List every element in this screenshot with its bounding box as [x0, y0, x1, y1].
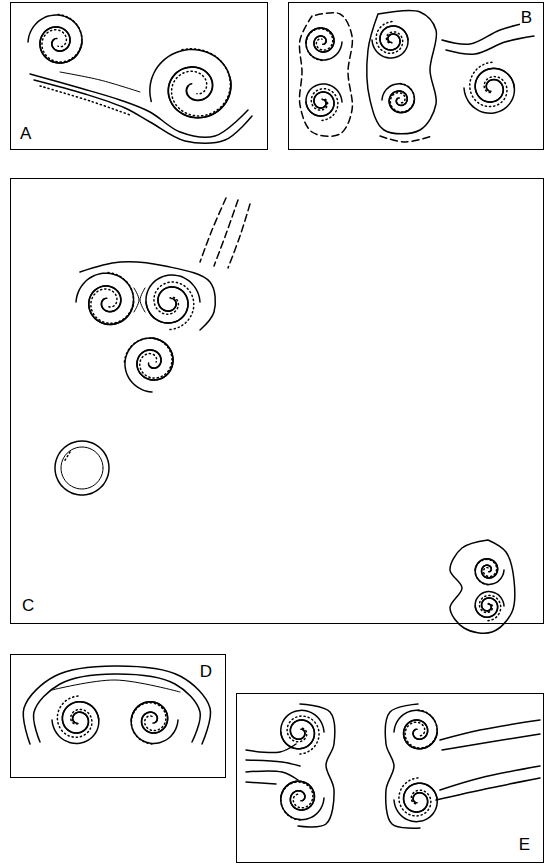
streakline: [306, 28, 342, 60]
dotted-streakline: [287, 716, 319, 754]
streakline: [28, 15, 82, 63]
streakline: [440, 766, 540, 790]
streakline: [394, 710, 437, 748]
streakline: [446, 36, 534, 54]
sketch-panel: A: [10, 2, 268, 150]
streakline: [246, 782, 276, 784]
streakline: [168, 67, 231, 118]
streakline: [23, 666, 210, 744]
streakline: [450, 540, 515, 633]
streakline: [246, 744, 296, 753]
streakline: [125, 338, 173, 392]
streakline: [306, 92, 334, 116]
streakline: [52, 680, 180, 692]
streakline: [475, 68, 514, 102]
streakline: [281, 781, 324, 819]
streakline: [52, 702, 99, 744]
dotted-streakline: [172, 49, 231, 116]
streakline: [380, 26, 408, 50]
streakline: [475, 598, 497, 617]
streakline: [140, 288, 145, 312]
dotted-streakline: [311, 89, 338, 121]
dotted-streakline: [57, 696, 92, 737]
streakline: [80, 262, 215, 330]
streakline: [298, 704, 335, 827]
streakline: [404, 720, 438, 749]
streakline: [34, 80, 252, 143]
sketch-panel: B: [288, 2, 544, 150]
streakline: [131, 702, 178, 744]
dashed-streakline: [228, 204, 250, 268]
streakline: [404, 783, 438, 812]
dashed-streakline: [299, 13, 352, 137]
dotted-streakline: [281, 782, 313, 820]
dotted-streakline: [470, 62, 507, 106]
panel-letter: E: [518, 835, 531, 854]
streakline: [76, 273, 134, 324]
panel-letter: D: [199, 662, 213, 681]
sketch-panel: C: [10, 178, 544, 624]
dotted-streakline: [479, 595, 500, 620]
streakline: [385, 704, 420, 828]
streakline: [442, 22, 530, 44]
dotted-streakline: [40, 86, 130, 115]
streakline: [55, 441, 109, 495]
panel-letter: A: [19, 124, 32, 143]
streakline: [131, 702, 167, 733]
streakline: [442, 734, 540, 750]
streakline: [246, 760, 300, 766]
streakline: [367, 11, 437, 134]
streakline: [62, 702, 98, 733]
sketch-panel: E: [236, 693, 544, 863]
dotted-streakline: [42, 14, 82, 62]
panel-letter: C: [21, 596, 35, 615]
dotted-streakline: [154, 282, 194, 330]
streakline: [382, 84, 414, 113]
dotted-streakline: [131, 703, 166, 744]
dotted-streakline: [124, 338, 172, 378]
streakline: [89, 286, 134, 325]
dotted-streakline: [306, 29, 333, 61]
streakline: [281, 781, 315, 810]
dotted-streakline: [390, 83, 414, 112]
streakline: [246, 771, 298, 780]
panel-letter: B: [520, 8, 533, 27]
dotted-streakline: [405, 710, 437, 748]
dotted-streakline: [475, 559, 496, 584]
vortex-strokes: [23, 11, 540, 829]
streakline: [281, 720, 315, 749]
dotted-streakline: [399, 778, 431, 816]
dotted-streakline: [376, 22, 403, 54]
dotted-streakline: [64, 452, 70, 462]
streakline: [436, 778, 540, 800]
streakline: [137, 338, 173, 380]
streakline: [146, 287, 188, 323]
streakline: [30, 74, 248, 137]
streakline: [134, 288, 139, 312]
dashed-streakline: [380, 136, 432, 142]
streakline: [60, 72, 140, 92]
dashed-streakline: [200, 198, 226, 262]
streakline: [150, 50, 231, 118]
streakline: [34, 674, 201, 742]
dotted-streakline: [91, 273, 134, 324]
sketch-panel: D: [10, 654, 226, 778]
dashed-streakline: [214, 200, 238, 266]
streakline: [40, 27, 82, 63]
streakline: [61, 447, 103, 489]
streakline: [475, 559, 504, 585]
